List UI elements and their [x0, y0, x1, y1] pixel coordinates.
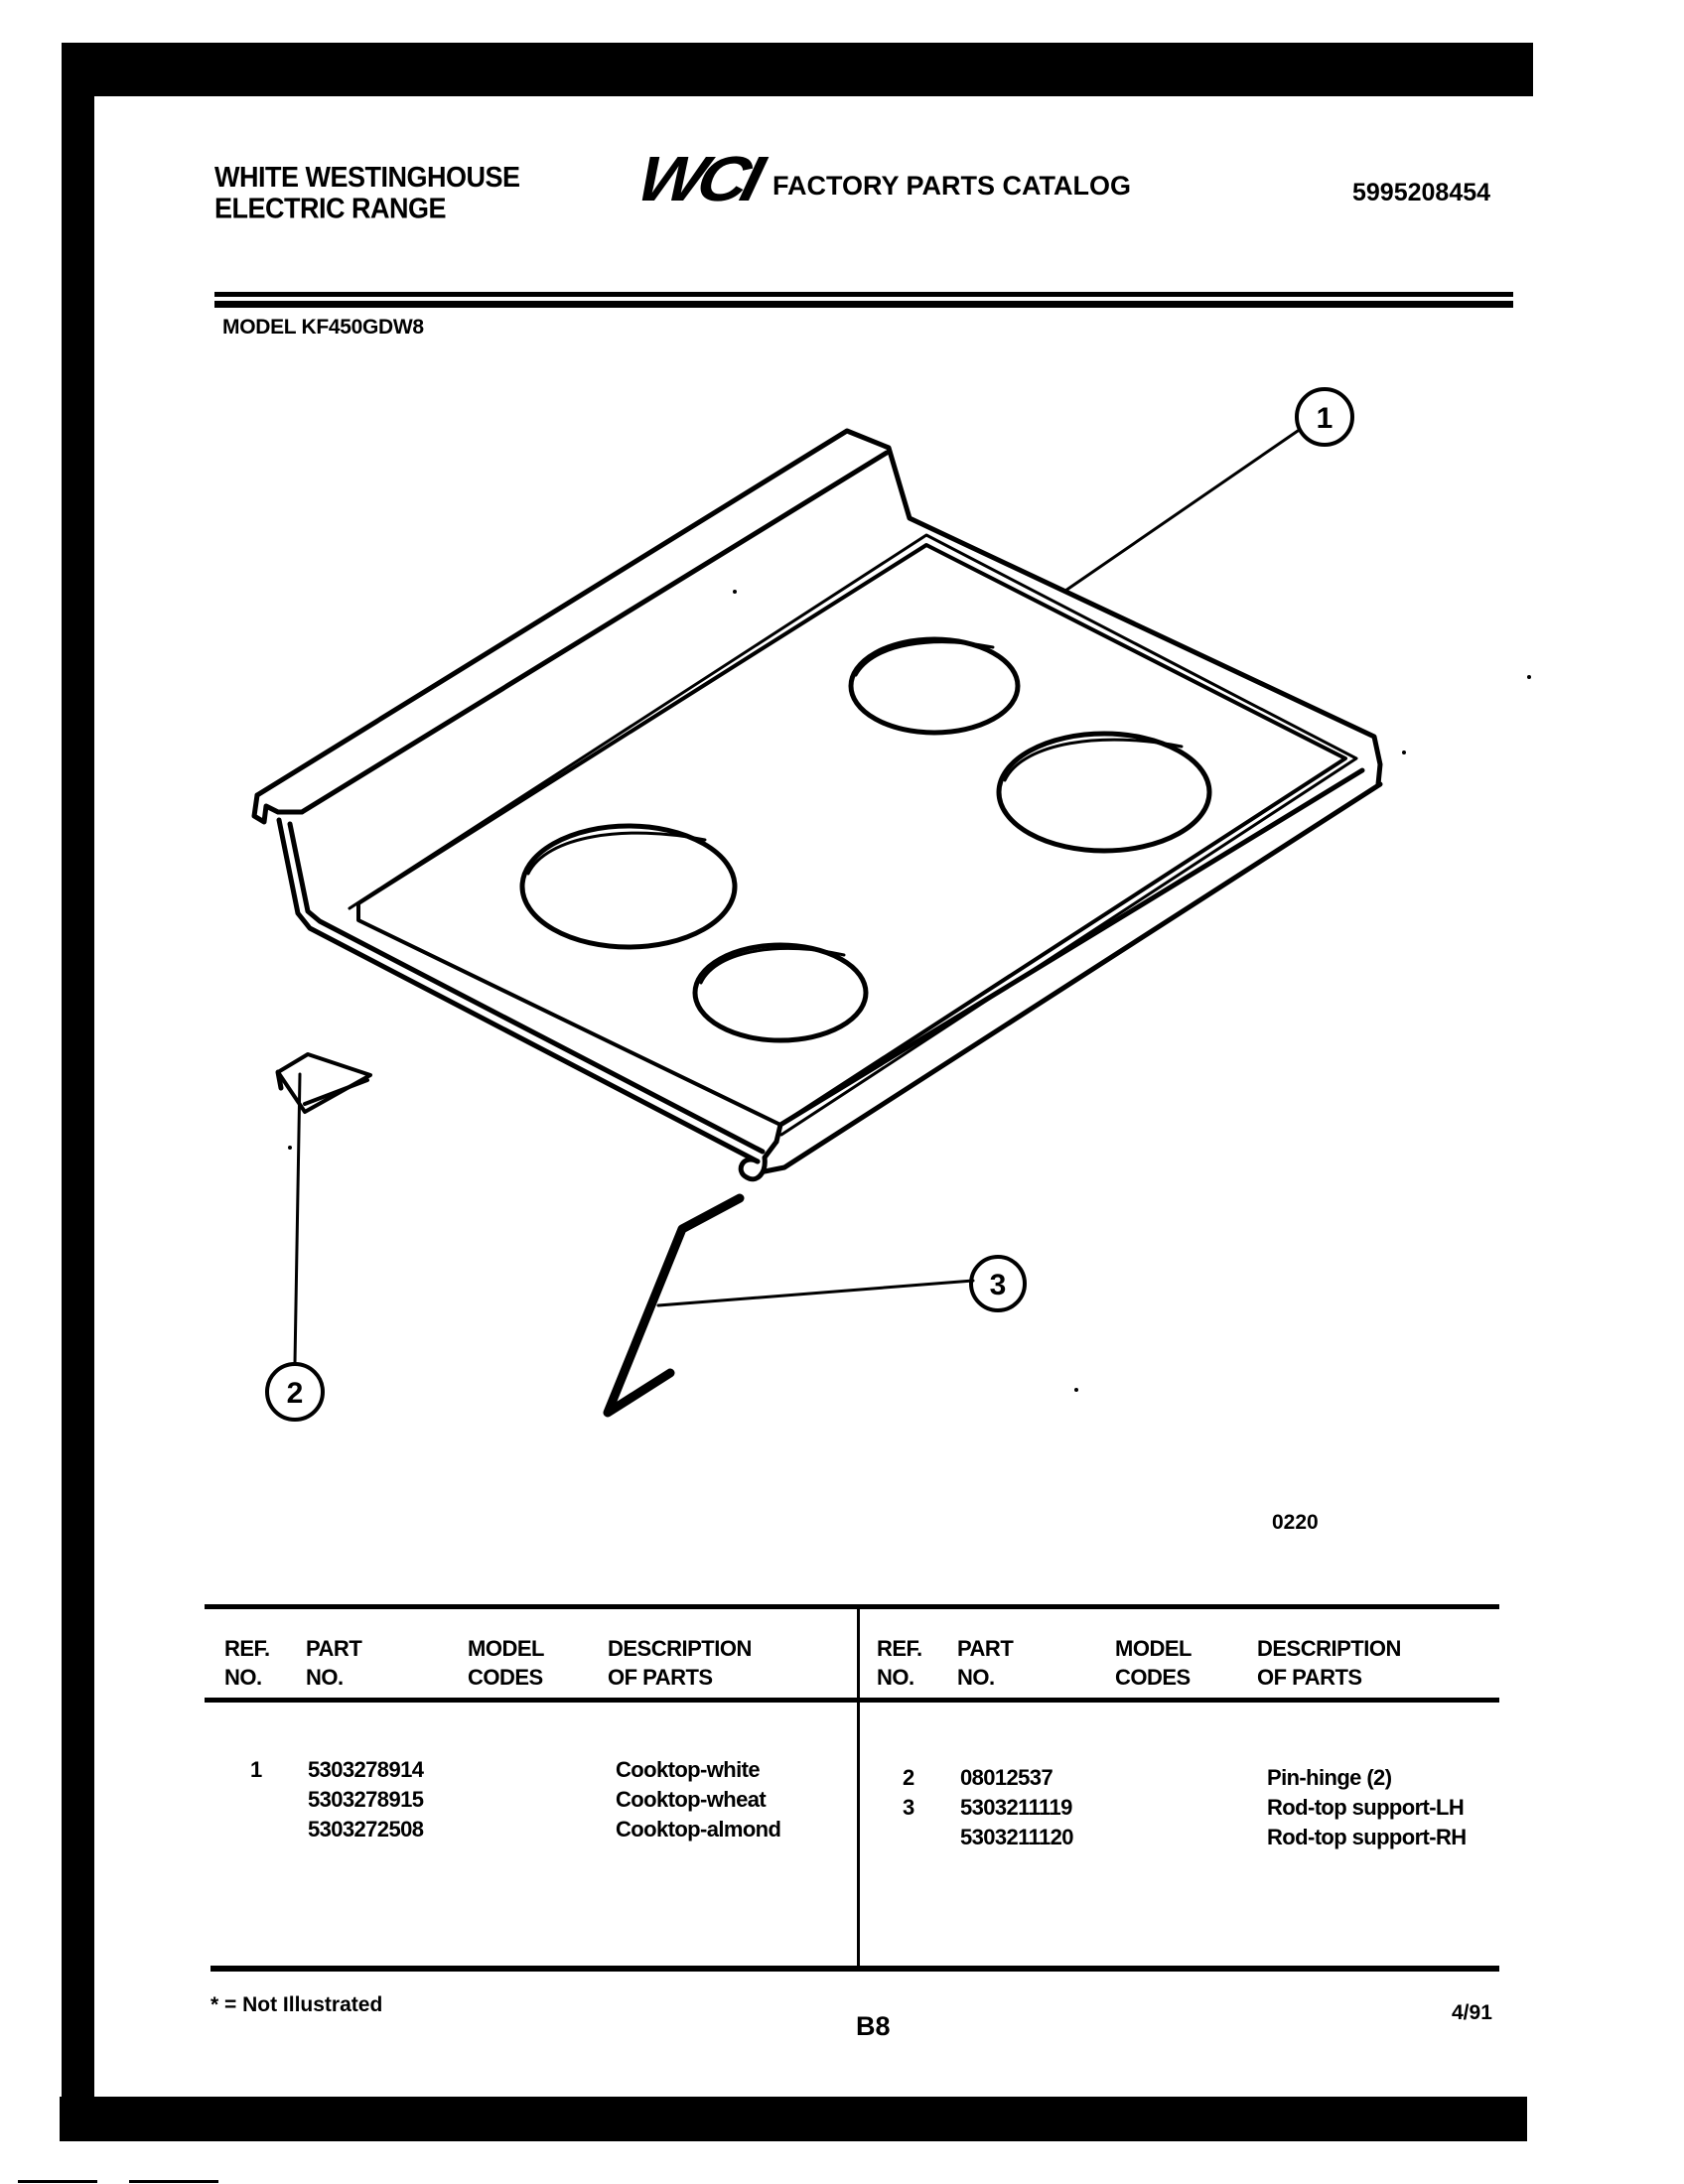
- description: Rod-top support-LH: [1267, 1795, 1465, 1820]
- col-header-ref: REF.NO.: [224, 1636, 270, 1690]
- catalog-number: 5995208454: [1352, 179, 1491, 206]
- leader-line-3: [656, 1279, 975, 1307]
- callout-3-circle: [969, 1255, 1027, 1312]
- frame-top-band: [62, 43, 1533, 96]
- part-no: 5303211120: [960, 1825, 1074, 1849]
- ref-no: 3: [903, 1795, 914, 1820]
- part-no: 5303272508: [308, 1817, 424, 1842]
- burner-rear-right: [848, 636, 1021, 736]
- ref-no: 1: [250, 1757, 262, 1782]
- description: Cooktop-white: [616, 1757, 761, 1782]
- rod-top-support-part: [603, 1193, 745, 1418]
- callout-1-label: 1: [1317, 402, 1333, 435]
- scan-mark-bottom-2: [129, 2180, 218, 2183]
- callout-2-circle: [265, 1362, 325, 1422]
- revision-date: 4/91: [1452, 2001, 1492, 2024]
- burner-left-large: [519, 823, 738, 950]
- model-label: MODEL KF450GDW8: [222, 316, 424, 339]
- frame-bottom-band: [60, 2097, 1527, 2141]
- table-rule-bottom: [210, 1966, 1499, 1972]
- footnote-not-illustrated: * = Not Illustrated: [210, 1993, 383, 2016]
- scan-mark-bottom: [18, 2180, 97, 2183]
- callout-2-label: 2: [287, 1377, 304, 1410]
- pin-hinge-part: [275, 1052, 372, 1114]
- col-header-ref-right: REF.NO.: [877, 1636, 922, 1690]
- table-rule-header: [205, 1698, 1499, 1703]
- description: Cooktop-wheat: [616, 1787, 767, 1812]
- description: Pin-hinge (2): [1267, 1765, 1392, 1790]
- brand-line-2: ELECTRIC RANGE: [214, 193, 447, 225]
- catalog-title: FACTORY PARTS CATALOG: [772, 171, 1132, 201]
- table-divider: [857, 1608, 860, 1968]
- header-rule-top: [214, 292, 1513, 297]
- description: Rod-top support-RH: [1267, 1825, 1467, 1849]
- header-rule-bottom: [214, 301, 1513, 308]
- cooktop-part: [251, 428, 1383, 1182]
- callout-3-label: 3: [990, 1269, 1007, 1301]
- exploded-diagram: 1 2 3: [251, 387, 1531, 1422]
- ref-no: 2: [903, 1765, 914, 1790]
- leader-line-1: [1063, 429, 1300, 593]
- part-no: 5303278914: [308, 1757, 424, 1782]
- page-number: B8: [856, 2011, 891, 2041]
- burner-front-small: [692, 942, 869, 1043]
- part-no: 5303211119: [960, 1795, 1072, 1820]
- description: Cooktop-almond: [616, 1817, 781, 1842]
- brand-block: WHITE WESTINGHOUSE ELECTRIC RANGE: [214, 162, 520, 224]
- brand-line-1: WHITE WESTINGHOUSE: [214, 162, 520, 194]
- part-no: 5303278915: [308, 1787, 424, 1812]
- frame-left-band: [62, 43, 94, 2141]
- figure-code: 0220: [1272, 1511, 1319, 1534]
- table-rule-top: [205, 1604, 1499, 1609]
- leader-line-2: [293, 1072, 302, 1365]
- part-no: 08012537: [960, 1765, 1053, 1790]
- callout-1-circle: [1295, 387, 1354, 447]
- burner-right-large: [996, 731, 1212, 854]
